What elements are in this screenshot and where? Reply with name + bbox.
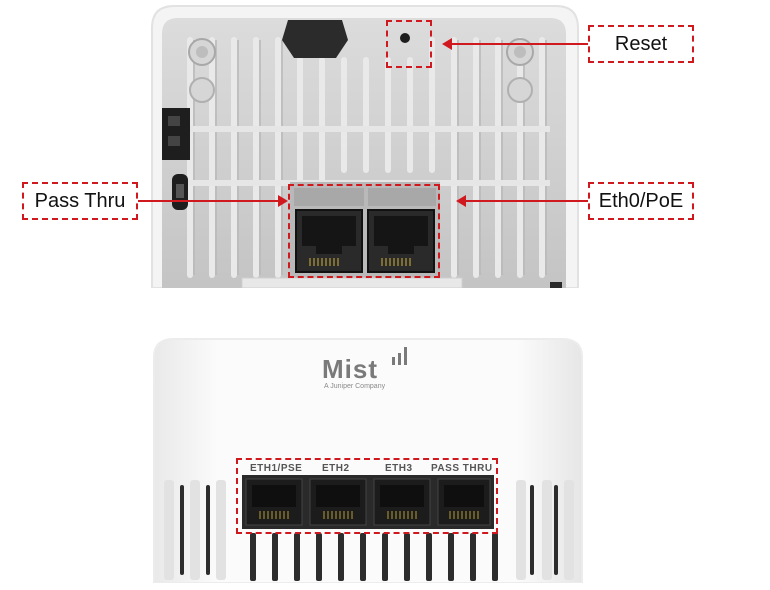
pass-thru-label: Pass Thru (34, 189, 126, 212)
device-back-illustration (151, 5, 579, 289)
eth0-arrow-head (456, 195, 466, 207)
device-front-illustration (153, 338, 583, 584)
top-ports-highlight-box (288, 184, 440, 278)
reset-arrow-head (442, 38, 452, 50)
eth0-arrow-line (466, 200, 588, 202)
eth0-poe-callout: Eth0/PoE (588, 182, 694, 220)
port-label-pass-thru: PASS THRU (431, 463, 493, 474)
reset-callout: Reset (588, 25, 694, 63)
mist-logo: Mist (322, 354, 378, 384)
mist-tagline: A Juniper Company (324, 383, 386, 390)
reset-label: Reset (614, 32, 668, 55)
port-label-eth3: ETH3 (385, 463, 413, 474)
pass-thru-arrow-line (138, 200, 280, 202)
device-front-view (150, 335, 585, 584)
port-label-eth1-pse: ETH1/PSE (250, 463, 303, 474)
bottom-ports-highlight-box (236, 458, 498, 534)
eth0-poe-label: Eth0/PoE (598, 189, 684, 212)
reset-arrow-line (452, 43, 588, 45)
port-label-eth2: ETH2 (322, 463, 350, 474)
pass-thru-callout: Pass Thru (22, 182, 138, 220)
pass-thru-arrow-head (278, 195, 288, 207)
reset-highlight-box (386, 20, 432, 68)
device-back-view (150, 0, 580, 289)
